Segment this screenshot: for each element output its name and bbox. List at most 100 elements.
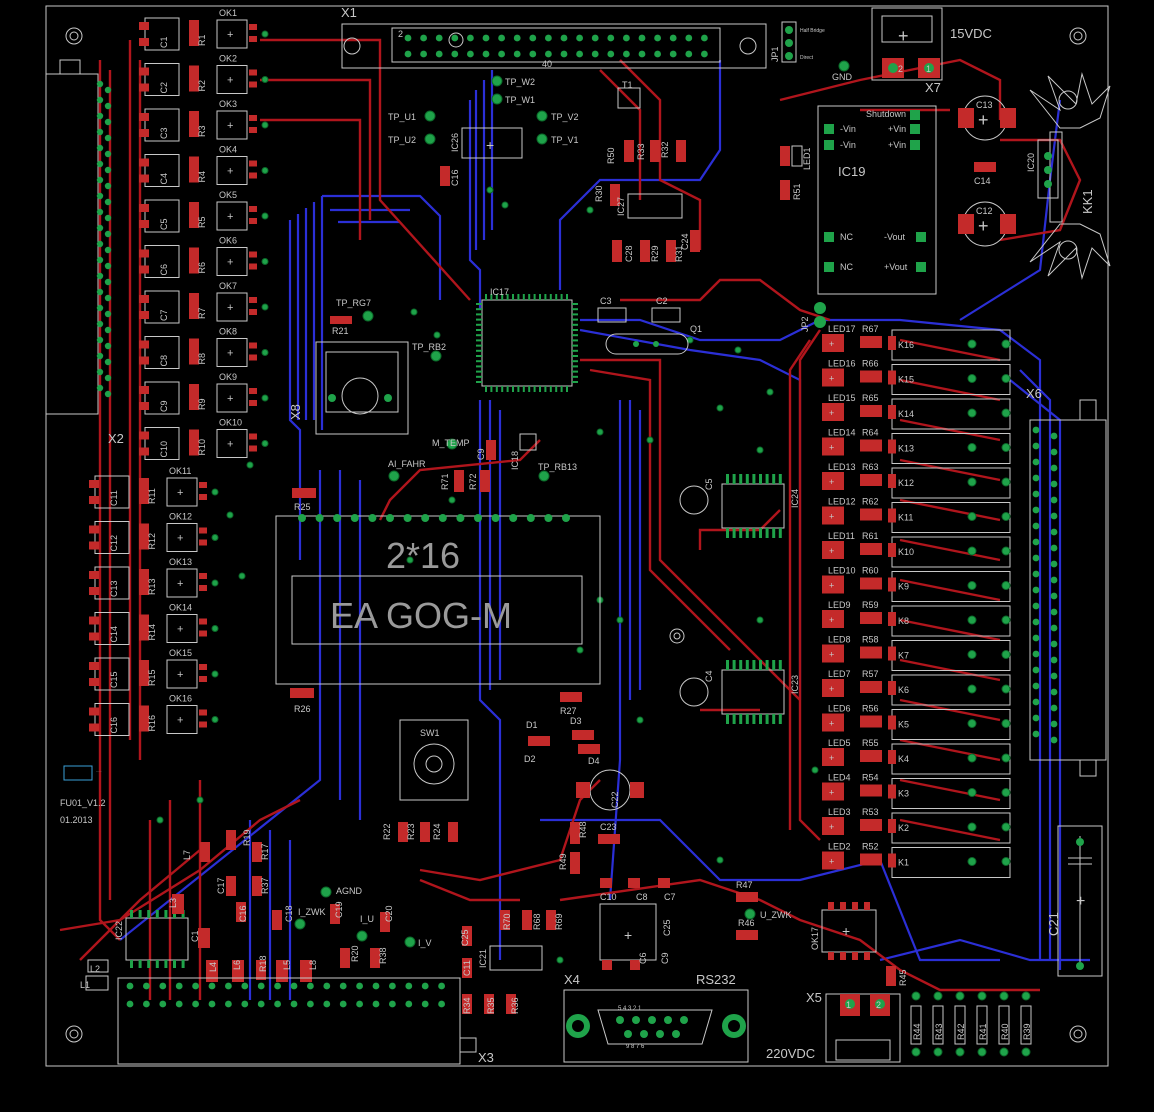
board-outline	[45, 5, 1109, 1067]
testpoints-top: TP_W2 TP_W1 TP_U1 TP_U2 TP_V2 TP_V1	[388, 75, 579, 145]
opto-pad	[199, 494, 207, 500]
relay-pad	[888, 784, 896, 799]
opto-cap-body	[144, 336, 180, 369]
relay-led-plus: +	[829, 615, 834, 625]
relay-pad	[888, 750, 896, 764]
x1-pin	[498, 34, 505, 42]
opto-pad	[249, 81, 257, 88]
relay-resistor-label: R54	[862, 773, 879, 783]
x3-pin	[225, 1000, 232, 1008]
relay-resistor-label: R57	[862, 669, 879, 679]
x3-pin	[126, 1000, 134, 1008]
relay-via	[1001, 822, 1011, 832]
x3-pin	[274, 1000, 281, 1008]
x1-pin	[467, 34, 474, 42]
c-b-label: C4	[704, 670, 714, 682]
c20-label: C20	[384, 905, 394, 922]
relay-led	[822, 368, 844, 387]
opto-body	[166, 614, 198, 643]
opto-cap-label: C2	[159, 82, 169, 94]
x6-pin	[1050, 624, 1058, 632]
relay-led	[822, 334, 844, 352]
x2-pin	[96, 304, 104, 312]
r26-label: R26	[294, 704, 311, 714]
opto-body	[216, 201, 248, 231]
x2-pin	[96, 224, 104, 232]
opto-cap-pad	[139, 129, 149, 137]
relay-via	[967, 408, 977, 418]
opto-body	[216, 292, 248, 322]
sr-pin	[759, 528, 762, 538]
sr-pin	[726, 660, 729, 670]
opto-pad	[249, 433, 257, 440]
x2-pin	[104, 150, 112, 158]
relay-resistor-label: R60	[862, 566, 879, 576]
ok17-pin	[828, 902, 834, 910]
relay-label: K7	[898, 651, 909, 661]
x3-pin	[192, 982, 200, 990]
opto-body	[216, 383, 248, 413]
x6-pin	[1032, 490, 1040, 498]
r23-label: R23	[406, 823, 416, 840]
relay-via	[967, 615, 977, 625]
x3-pin	[356, 982, 363, 990]
db9-pin	[664, 1016, 672, 1024]
ic22-pin	[155, 960, 159, 968]
m-temp-label: M_TEMP	[432, 438, 470, 448]
bleeder-pad	[999, 1047, 1009, 1057]
sr-pin	[772, 528, 776, 538]
opto-pad	[199, 482, 207, 488]
c9-mcu-label: C9	[476, 448, 486, 460]
relay-led-label: LED6	[828, 704, 851, 714]
x6-pin	[1032, 426, 1040, 434]
x3-pin	[175, 1000, 183, 1008]
opto-plus: +	[227, 348, 233, 360]
x6-pin	[1050, 688, 1058, 696]
x6-pin	[1050, 608, 1058, 616]
opto-plus: +	[177, 715, 183, 727]
ic27-label: IC27	[616, 197, 626, 216]
d1-label: D1	[526, 720, 538, 730]
opto-pad	[199, 664, 207, 670]
db9-pin	[672, 1030, 680, 1038]
opto-pad	[249, 400, 257, 406]
x6-pin	[1032, 602, 1040, 610]
relay-resistor-label: R64	[862, 428, 879, 438]
x6-pin	[1050, 544, 1058, 552]
sr-pin	[739, 474, 743, 484]
r29-label: R29	[650, 245, 660, 262]
x2-label: X2	[108, 431, 124, 446]
db9-pin	[632, 1016, 640, 1024]
opto-plus: +	[227, 393, 233, 405]
x8-label: X8	[288, 404, 303, 420]
x3-pin	[143, 982, 150, 990]
relay-via	[967, 788, 977, 797]
opto-cap-body	[94, 521, 130, 554]
opto-body	[216, 110, 248, 140]
x2-pin	[104, 374, 112, 382]
tp-w1-label: TP_W1	[505, 95, 535, 105]
tp-v1-label: TP_V1	[551, 135, 579, 145]
x6-pin	[1050, 704, 1058, 712]
relay-via	[1001, 443, 1011, 452]
r47-label: R47	[736, 880, 753, 890]
sr-pin	[759, 660, 762, 670]
ic18-area: M_TEMP AI_FAHR R71 R72 C9 IC18 TP_RB13 R…	[292, 433, 577, 512]
sr-pin	[726, 528, 729, 538]
opto-resistor	[139, 705, 149, 732]
bleeder-pad	[911, 1047, 921, 1057]
opto-cap-label: C8	[159, 355, 169, 367]
nc1-label: NC	[840, 232, 853, 242]
x1-pin	[607, 34, 615, 42]
x1-pin	[623, 50, 630, 58]
r49-label: R49	[558, 853, 568, 870]
sr-pin	[765, 660, 769, 670]
x2-pin	[104, 230, 112, 238]
opto-cap-pad	[139, 265, 149, 274]
relay-via	[1001, 374, 1011, 383]
bleeder-body	[932, 1005, 944, 1045]
x7-power-connector: + 2 1 15VDC X7 GND	[832, 7, 992, 95]
x4-label: X4	[564, 972, 580, 987]
